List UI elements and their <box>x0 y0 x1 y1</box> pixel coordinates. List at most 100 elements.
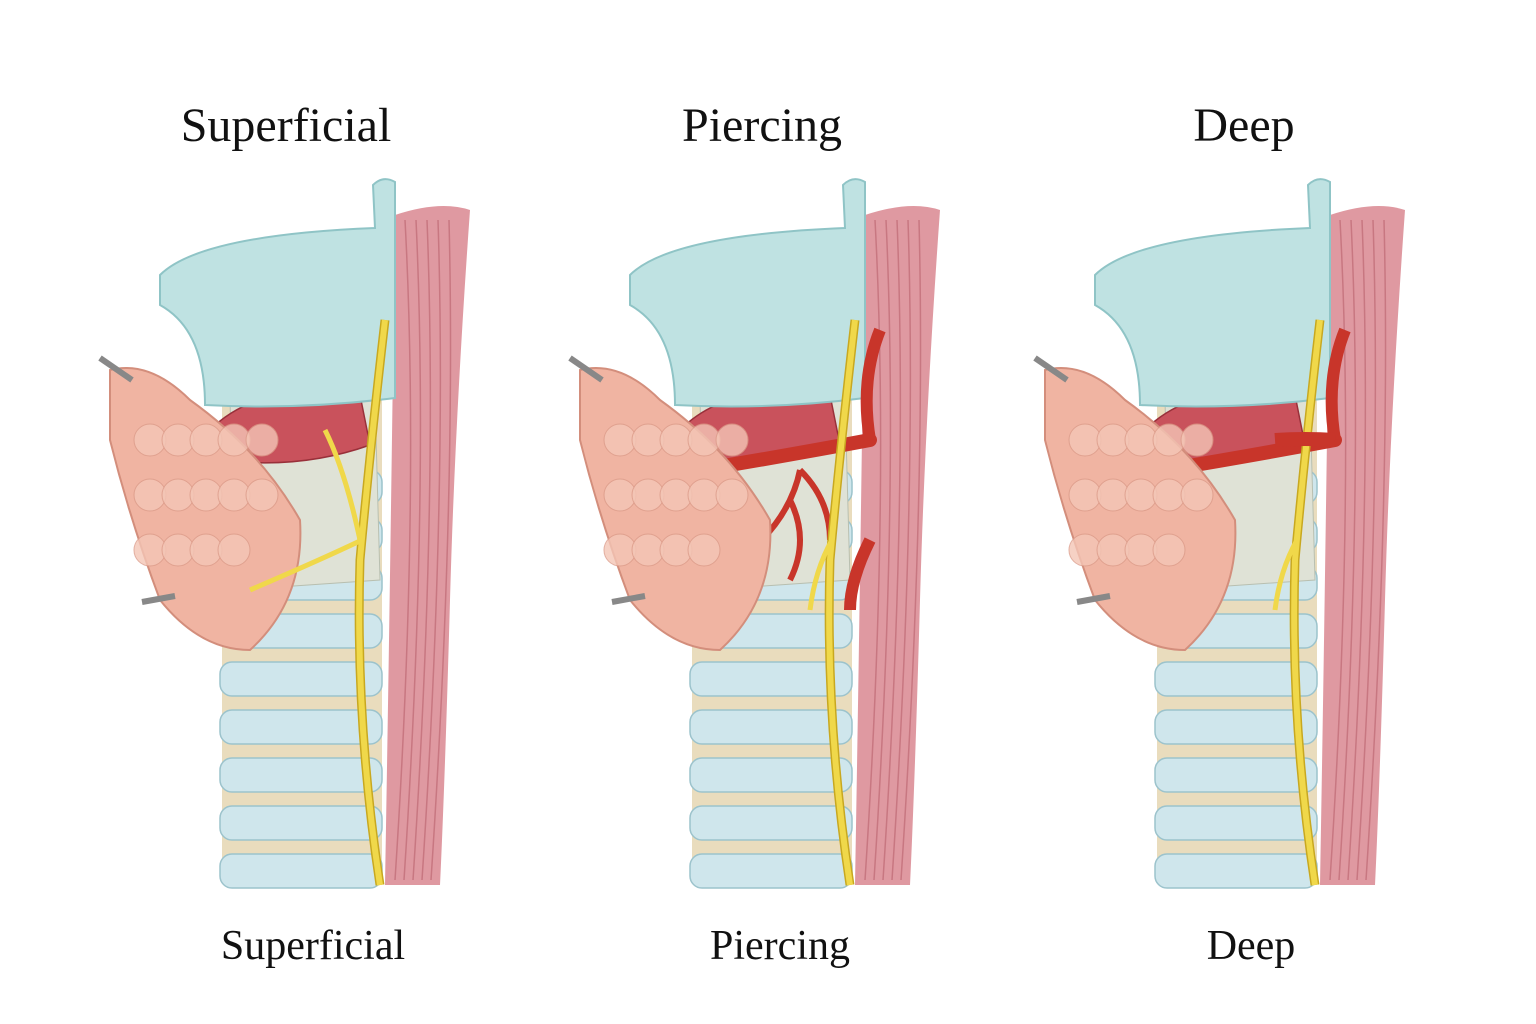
muscle-fiber <box>1347 219 1367 881</box>
panel-deep <box>1033 178 1405 889</box>
thyroid-nodule <box>631 478 665 512</box>
nerve-branch-upper <box>322 428 363 541</box>
thyroid-nodule <box>631 533 665 567</box>
thyroid-nodule <box>245 478 279 512</box>
retractor-top <box>568 355 604 383</box>
thyroid-nodule <box>715 478 749 512</box>
thyroid-nodule <box>1068 533 1102 567</box>
retractor-top <box>1033 355 1069 383</box>
retractor-top <box>98 355 134 383</box>
label-bottom-piercing: Piercing <box>710 923 850 969</box>
muscle-fiber <box>891 219 912 881</box>
panel-superficial <box>98 178 470 889</box>
thyroid-nodule <box>133 423 167 457</box>
trachea-ring <box>689 709 853 745</box>
thyroid-nodule <box>1124 478 1158 512</box>
recurrent-laryngeal-nerve <box>1272 319 1325 886</box>
muscle-fiber <box>1365 219 1387 881</box>
label-top-piercing: Piercing <box>682 99 842 152</box>
artery-over-nerve <box>1274 432 1336 447</box>
thyroid-nodule <box>659 533 693 567</box>
thyroid-nodule <box>687 533 721 567</box>
thyroid-nodule <box>715 423 749 457</box>
muscle-strip <box>855 206 940 885</box>
retractor-bottom <box>611 593 646 605</box>
thyroid-nodule <box>631 423 665 457</box>
thyroid-nodule <box>133 478 167 512</box>
thyroid-cartilage <box>159 178 396 408</box>
thyroid-nodule <box>659 423 693 457</box>
thyroid-nodule <box>217 533 251 567</box>
thyroid-nodule <box>687 478 721 512</box>
muscle-fiber <box>403 219 422 881</box>
nerve-trunk <box>356 319 388 886</box>
thyroid-nodule <box>161 533 195 567</box>
thyroid-nodule <box>189 478 223 512</box>
thyroid-nodule <box>245 423 279 457</box>
label-bottom-superficial: Superficial <box>220 923 406 969</box>
thyroid-nodule <box>133 533 167 567</box>
muscle-fiber <box>900 219 922 881</box>
label-top-deep: Deep <box>1193 99 1295 152</box>
trachea-ring <box>1154 661 1318 697</box>
trachea-ring <box>1154 757 1318 793</box>
thyroid-nodule <box>659 478 693 512</box>
muscle-fiber <box>430 219 452 881</box>
trachea-ring <box>689 853 853 889</box>
muscle-fiber <box>864 219 882 881</box>
thyroid-nodule <box>161 423 195 457</box>
thyroid-nodule <box>1096 478 1130 512</box>
thyroid-nodule <box>603 423 637 457</box>
trachea-ring <box>1154 805 1318 841</box>
thyroid-nodule <box>189 423 223 457</box>
thyroid-nodule <box>217 478 251 512</box>
trachea-ring <box>219 805 383 841</box>
nerve-branch <box>807 538 835 611</box>
nerve-trunk <box>1291 319 1323 886</box>
thyroid-nodule <box>1152 423 1186 457</box>
trachea-ring <box>1154 709 1318 745</box>
muscle-fiber <box>394 219 412 881</box>
muscle-fiber <box>421 219 442 881</box>
thyroid-nodule <box>1152 533 1186 567</box>
muscle-fiber <box>412 219 432 881</box>
thyroid-nodule <box>1096 533 1130 567</box>
muscle-strip <box>385 206 470 885</box>
thyroid-nodule <box>1124 423 1158 457</box>
trachea-ring <box>219 757 383 793</box>
trachea-ring <box>219 709 383 745</box>
thyroid-nodule <box>1152 478 1186 512</box>
retractor-bottom <box>141 593 176 605</box>
label-top-superficial: Superficial <box>180 99 392 152</box>
thyroid-nodule <box>1068 478 1102 512</box>
recurrent-laryngeal-nerve <box>807 319 860 886</box>
trachea-ring <box>219 853 383 889</box>
muscle-fiber <box>1356 219 1377 881</box>
trachea-ring <box>689 661 853 697</box>
muscle-fiber <box>882 219 902 881</box>
trachea-ring <box>1154 853 1318 889</box>
thyroid-nodule <box>217 423 251 457</box>
artery-lower <box>844 537 876 611</box>
thyroid-nodule <box>603 533 637 567</box>
muscle-fiber <box>873 219 892 881</box>
muscle-fiber <box>1338 219 1357 881</box>
recurrent-laryngeal-nerve <box>249 319 390 886</box>
trachea-ring <box>219 661 383 697</box>
trachea-ring <box>689 805 853 841</box>
artery-trunk <box>1325 327 1351 441</box>
nerve-trunk <box>826 319 858 886</box>
nerve-branch <box>249 537 364 593</box>
thyroid-nodule <box>161 478 195 512</box>
thyroid-nodule <box>603 478 637 512</box>
thyroid-nodule <box>1096 423 1130 457</box>
muscle-fiber <box>1329 219 1347 881</box>
nerve-branch <box>1272 538 1300 611</box>
thyroid-cartilage <box>1094 178 1331 408</box>
thyroid-nodule <box>1068 423 1102 457</box>
trachea-ring <box>689 757 853 793</box>
thyroid-cartilage <box>629 178 866 408</box>
thyroid-nodule <box>1180 423 1214 457</box>
artery-trunk <box>860 327 886 441</box>
